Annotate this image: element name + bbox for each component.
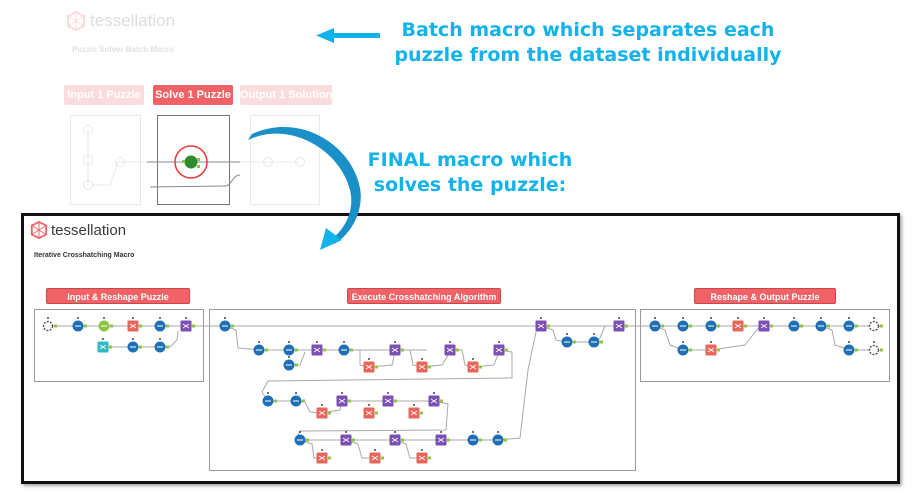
container-output-1-solution <box>250 115 320 205</box>
tessellation-logo-icon <box>30 221 48 239</box>
sort-tool-icon[interactable] <box>815 317 831 332</box>
cross-tab-icon[interactable] <box>336 392 352 407</box>
batch-connector-layer <box>83 125 305 190</box>
multi-row-formula-icon[interactable] <box>294 431 310 446</box>
batch-macro-subtitle: Puzzle Solver Batch Macro <box>72 45 174 54</box>
select-tool-icon[interactable] <box>492 431 508 446</box>
cross-tab-icon[interactable] <box>428 392 444 407</box>
output-tool-icon[interactable] <box>868 317 884 332</box>
record-id-icon[interactable] <box>283 356 299 371</box>
formula-tool-icon[interactable] <box>98 317 114 332</box>
macro-tool-highlight <box>147 145 241 188</box>
gear-input-icon[interactable] <box>42 317 58 332</box>
tool-layer <box>42 317 884 464</box>
sort-tool-icon[interactable] <box>467 431 483 446</box>
multi-row-formula-icon[interactable] <box>262 392 278 407</box>
output-tool-icon[interactable] <box>868 341 884 356</box>
container-label-execute-crosshatching: Execute Crosshatching Algorithm <box>347 288 501 304</box>
connector-line <box>261 349 513 402</box>
cross-tab-icon[interactable] <box>389 431 405 446</box>
multi-row-formula-icon[interactable] <box>338 341 354 356</box>
multi-row-formula-icon[interactable] <box>253 341 269 356</box>
batch-macro-logo-text: tessellation <box>90 11 176 30</box>
container-reshape-output-puzzle <box>640 309 890 382</box>
summarize-tool-icon[interactable] <box>416 449 432 464</box>
select-tool-icon[interactable] <box>283 341 299 356</box>
final-macro-subtitle: Iterative Crosshatching Macro <box>34 252 135 259</box>
join-tool-icon[interactable] <box>311 341 327 356</box>
cross-tab-icon[interactable] <box>535 317 551 332</box>
summarize-tool-icon[interactable] <box>416 358 432 373</box>
multi-row-formula-icon[interactable] <box>788 317 804 332</box>
select-tool-icon[interactable] <box>843 341 859 356</box>
summarize-tool-icon[interactable] <box>316 449 332 464</box>
join-tool-icon[interactable] <box>613 317 629 332</box>
container-execute-crosshatching <box>209 309 636 471</box>
select-tool-icon[interactable] <box>219 317 235 332</box>
batch-macro-tool-icon <box>184 155 198 169</box>
container-label-output-1-solution: Output 1 Solution <box>240 85 332 105</box>
container-input-1-puzzle <box>70 115 141 205</box>
cross-tab-icon[interactable] <box>493 341 509 356</box>
summarize-tool-icon[interactable] <box>363 358 379 373</box>
cross-tab-icon[interactable] <box>435 431 451 446</box>
batch-annotation-line-2: puzzle from the dataset individually <box>394 44 782 67</box>
arrow-left-icon <box>316 28 380 43</box>
select-tool-icon[interactable] <box>677 317 693 332</box>
final-annotation-line-1: FINAL macro which <box>367 149 573 171</box>
select-tool-icon[interactable] <box>649 317 665 332</box>
cross-tab-icon[interactable] <box>382 392 398 407</box>
multi-row-formula-icon[interactable] <box>561 333 577 348</box>
connector-line <box>92 161 147 186</box>
connector-line <box>820 325 875 351</box>
summarize-tool-icon[interactable] <box>408 404 424 419</box>
cross-tab-icon[interactable] <box>389 341 405 356</box>
text-to-columns-icon[interactable] <box>705 341 721 356</box>
cross-tab-icon[interactable] <box>340 431 356 446</box>
connector-line <box>295 400 449 441</box>
curved-arrow-icon <box>248 126 361 250</box>
final-annotation-line-2: solves the puzzle: <box>373 174 567 197</box>
select-tool-icon[interactable] <box>705 317 721 332</box>
container-input-reshape-puzzle <box>34 309 204 382</box>
summarize-tool-icon[interactable] <box>316 404 332 419</box>
final-macro-annotation: FINAL macro which solves the puzzle: <box>360 148 580 198</box>
container-solve-1-puzzle <box>157 115 230 205</box>
container-label-reshape-output-puzzle: Reshape & Output Puzzle <box>694 288 836 304</box>
text-to-columns-icon[interactable] <box>127 317 143 332</box>
container-label-solve-1-puzzle: Solve 1 Puzzle <box>153 85 233 105</box>
final-macro-logo: tessellation <box>30 221 126 239</box>
batch-macro-annotation: Batch macro which separates each puzzle … <box>393 18 783 68</box>
text-to-columns-icon[interactable] <box>732 317 748 332</box>
summarize-tool-icon[interactable] <box>363 404 379 419</box>
summarize-tool-icon[interactable] <box>467 358 483 373</box>
batch-macro-logo: tessellation <box>66 11 175 31</box>
select-tool-icon[interactable] <box>290 392 306 407</box>
select-tool-icon[interactable] <box>72 317 88 332</box>
connector-line <box>345 439 375 459</box>
select-tool-icon[interactable] <box>154 317 170 332</box>
select-tool-icon[interactable] <box>154 338 170 353</box>
filter-tool-icon[interactable] <box>127 338 143 353</box>
cross-tab-icon[interactable] <box>444 341 460 356</box>
container-label-input-1-puzzle: Input 1 Puzzle <box>64 85 144 105</box>
select-tool-icon[interactable] <box>588 333 604 348</box>
batch-annotation-line-1: Batch macro which separates each <box>401 19 775 41</box>
browse-icon[interactable] <box>97 338 113 353</box>
tessellation-logo-icon <box>67 11 85 31</box>
summarize-tool-icon[interactable] <box>369 449 385 464</box>
container-label-input-reshape-puzzle: Input & Reshape Puzzle <box>46 288 190 304</box>
union-tool-icon[interactable] <box>180 317 196 332</box>
connector-line <box>100 330 179 348</box>
join-tool-icon[interactable] <box>758 317 774 332</box>
multi-row-formula-icon[interactable] <box>677 341 693 356</box>
select-tool-icon[interactable] <box>843 317 859 332</box>
connector-layer <box>48 325 880 459</box>
final-macro-logo-text: tessellation <box>51 221 127 239</box>
